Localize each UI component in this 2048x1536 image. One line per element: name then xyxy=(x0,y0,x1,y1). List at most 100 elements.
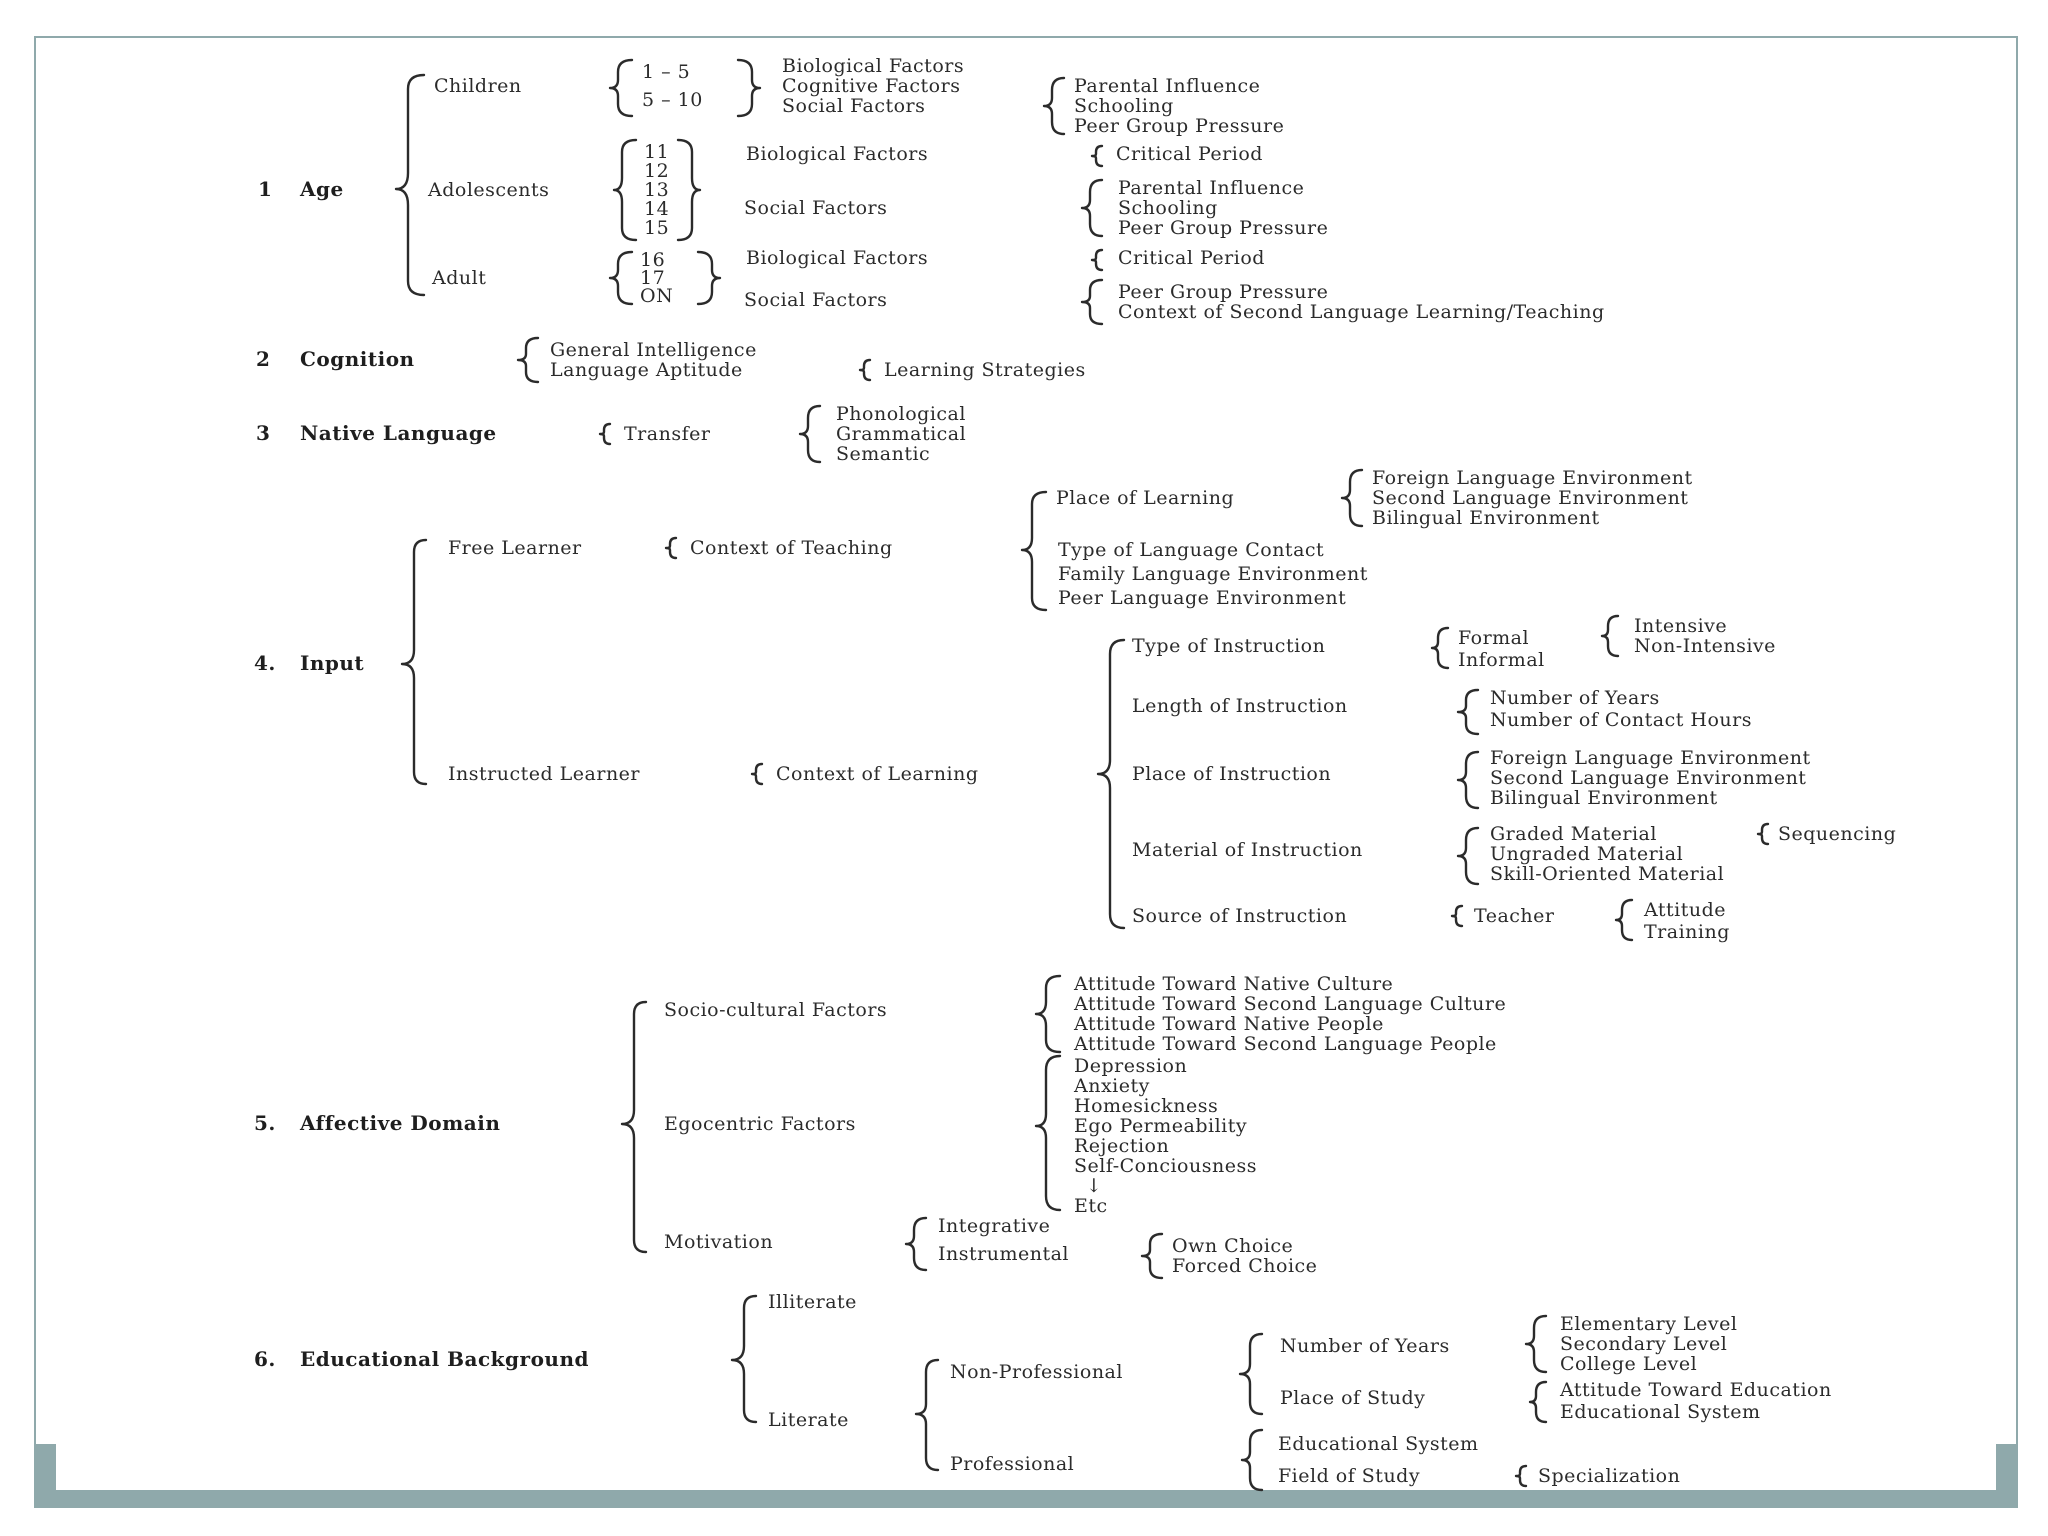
brace-icon xyxy=(516,336,540,384)
brace-icon xyxy=(904,1216,928,1272)
socio-item-3: Attitude Toward Native People xyxy=(1073,1013,1384,1035)
brace-icon xyxy=(914,1358,940,1472)
brace-icon xyxy=(1756,822,1770,846)
brace-icon xyxy=(400,538,428,786)
native-language-item-3: Semantic xyxy=(836,443,930,465)
brace-icon xyxy=(1340,468,1364,528)
free-context-of-teaching: Context of Teaching xyxy=(690,537,893,559)
teacher-training: Training xyxy=(1644,921,1730,943)
native-language-title: Native Language xyxy=(300,421,497,445)
children-factor-3: Social Factors xyxy=(782,95,925,117)
age-number: 1 xyxy=(258,177,272,201)
brace-icon xyxy=(1528,1380,1548,1424)
brace-icon xyxy=(750,762,764,786)
formal-intensive: Intensive xyxy=(1634,615,1727,637)
free-place-sub-1: Foreign Language Environment xyxy=(1372,467,1693,489)
input-number: 4. xyxy=(254,651,276,675)
children-range-2: 5 – 10 xyxy=(642,89,703,111)
instructed-learner-label: Instructed Learner xyxy=(448,763,640,785)
adult-social: Social Factors xyxy=(744,289,887,311)
adult-biological: Biological Factors xyxy=(746,247,928,269)
brace-icon xyxy=(620,1000,648,1254)
instrumental-own-choice: Own Choice xyxy=(1172,1235,1293,1257)
instruction-length: Length of Instruction xyxy=(1132,695,1348,717)
adolescent-critical-period: Critical Period xyxy=(1116,143,1263,165)
brace-icon xyxy=(1514,1464,1528,1488)
age-title: Age xyxy=(299,177,344,201)
instruction-type-informal: Informal xyxy=(1458,649,1545,671)
section-cognition: 2 Cognition General Intelligence Languag… xyxy=(256,336,1086,384)
adolescent-age-4: 14 xyxy=(644,198,669,220)
age-adolescents-label: Adolescents xyxy=(427,179,549,201)
adolescent-age-2: 12 xyxy=(644,160,669,182)
years-secondary: Secondary Level xyxy=(1560,1333,1727,1355)
free-other-2: Family Language Environment xyxy=(1058,563,1368,585)
adolescent-social-2: Schooling xyxy=(1118,197,1218,219)
section-native-language: 3 Native Language Transfer Phonological … xyxy=(256,403,966,465)
socio-item-2: Attitude Toward Second Language Culture xyxy=(1073,993,1506,1015)
brace-icon xyxy=(664,536,678,560)
age-adult-label: Adult xyxy=(431,267,486,289)
brace-icon xyxy=(1524,1314,1548,1374)
brace-icon xyxy=(1456,688,1480,736)
down-arrow-icon: ↓ xyxy=(1086,1175,1102,1197)
instruction-place-sub-1: Foreign Language Environment xyxy=(1490,747,1811,769)
source-teacher: Teacher xyxy=(1474,905,1555,927)
brace-icon xyxy=(798,404,822,464)
section-affective-domain: 5. Affective Domain Socio-cultural Facto… xyxy=(254,973,1506,1280)
instruction-place: Place of Instruction xyxy=(1132,763,1331,785)
brace-icon xyxy=(1090,144,1104,168)
brace-icon xyxy=(1430,626,1450,670)
adult-age-3: ON xyxy=(640,285,673,307)
place-attitude-education: Attitude Toward Education xyxy=(1559,1379,1832,1401)
brace-icon xyxy=(696,250,722,306)
motivation-label: Motivation xyxy=(664,1231,773,1253)
adolescent-social-3: Peer Group Pressure xyxy=(1118,217,1328,239)
free-place-sub-2: Second Language Environment xyxy=(1372,487,1688,509)
brace-icon xyxy=(858,358,872,382)
material-graded: Graded Material xyxy=(1490,823,1657,845)
adolescent-social-1: Parental Influence xyxy=(1118,177,1304,199)
free-place-of-learning: Place of Learning xyxy=(1056,487,1234,509)
prof-educational-system: Educational System xyxy=(1278,1433,1478,1455)
brace-icon xyxy=(1140,1232,1164,1280)
cognition-learning-strategies: Learning Strategies xyxy=(884,359,1086,381)
children-range-1: 1 – 5 xyxy=(642,61,690,83)
children-influence-2: Schooling xyxy=(1074,95,1174,117)
education-title: Educational Background xyxy=(300,1347,589,1371)
input-title: Input xyxy=(300,651,364,675)
brace-icon xyxy=(1020,490,1048,612)
adult-critical-period: Critical Period xyxy=(1118,247,1265,269)
brace-icon xyxy=(1456,826,1480,886)
affective-title: Affective Domain xyxy=(299,1111,500,1135)
brace-icon xyxy=(1042,76,1066,136)
place-educational-system: Educational System xyxy=(1560,1401,1760,1423)
ego-item-2: Anxiety xyxy=(1073,1075,1150,1097)
brace-icon xyxy=(1450,904,1464,928)
professional-label: Professional xyxy=(950,1453,1074,1475)
free-other-3: Peer Language Environment xyxy=(1058,587,1346,609)
native-language-transfer: Transfer xyxy=(624,423,711,445)
brace-icon xyxy=(730,1294,758,1424)
years-elementary: Elementary Level xyxy=(1560,1313,1737,1335)
free-place-sub-3: Bilingual Environment xyxy=(1372,507,1600,529)
brace-icon xyxy=(1080,178,1104,238)
brace-icon xyxy=(676,138,702,242)
brace-icon xyxy=(1240,1428,1264,1492)
brace-icon xyxy=(1600,614,1620,658)
brace-icon xyxy=(1614,898,1634,942)
section-input: 4. Input Free Learner Context of Teachin… xyxy=(254,467,1896,943)
graded-sequencing: Sequencing xyxy=(1778,823,1896,845)
teacher-attitude: Attitude xyxy=(1643,899,1726,921)
free-learner-label: Free Learner xyxy=(448,537,582,559)
brace-icon xyxy=(1034,1054,1062,1212)
cognition-title: Cognition xyxy=(300,347,415,371)
children-influence-1: Parental Influence xyxy=(1074,75,1260,97)
brace-icon xyxy=(1456,750,1480,810)
brace-icon xyxy=(1238,1332,1264,1416)
material-skill-oriented: Skill-Oriented Material xyxy=(1490,863,1724,885)
nonprof-place-of-study: Place of Study xyxy=(1280,1387,1425,1409)
nonprof-number-of-years: Number of Years xyxy=(1280,1335,1450,1357)
adolescent-age-3: 13 xyxy=(644,179,669,201)
brace-icon xyxy=(612,138,638,242)
